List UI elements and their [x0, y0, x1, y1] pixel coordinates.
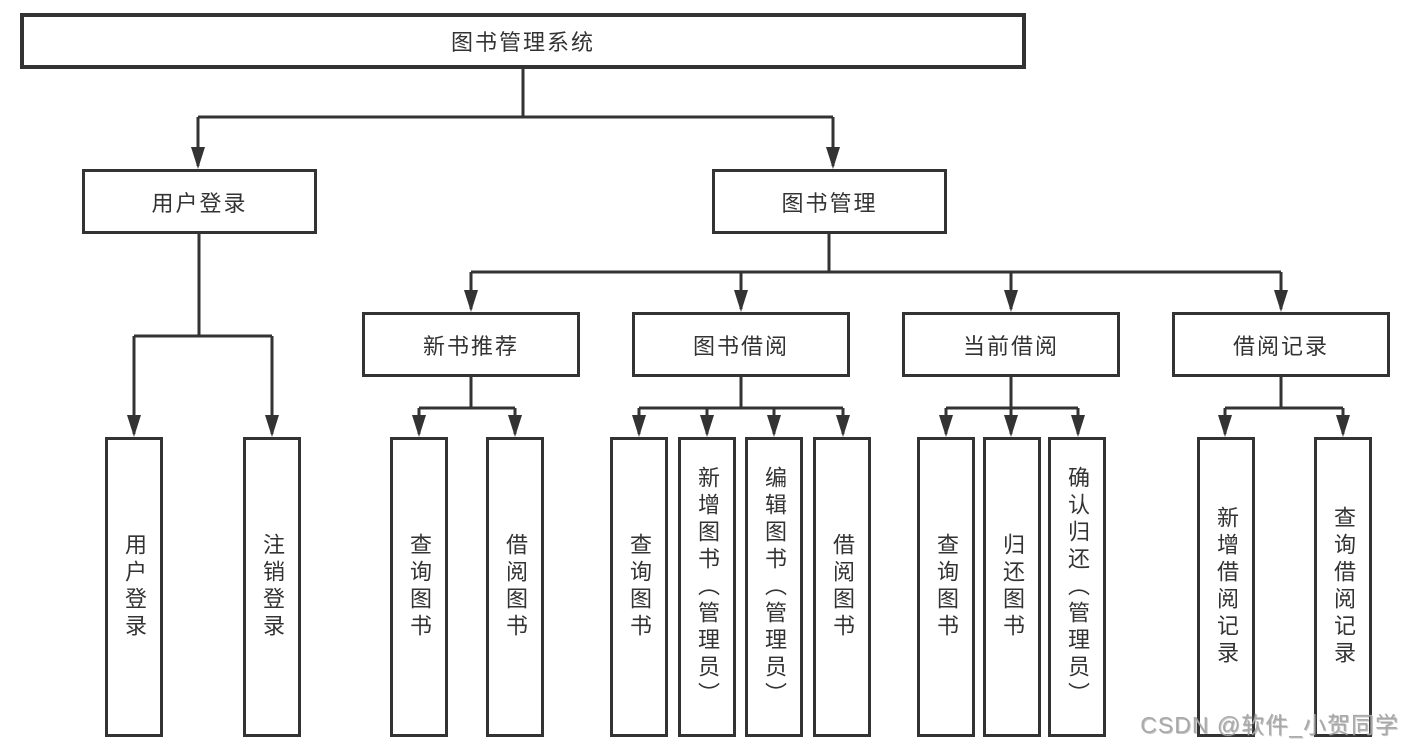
arrowhead — [1336, 415, 1350, 437]
node-book-borrowing: 图书借阅 — [632, 312, 850, 377]
node-leaf-query-books-3: 查询图书 — [917, 437, 975, 737]
node-library-system: 图书管理系统 — [20, 13, 1026, 69]
node-leaf-add-borrow-record: 新增借阅记录 — [1197, 437, 1255, 737]
arrowhead — [1218, 415, 1232, 437]
arrowhead — [265, 415, 279, 437]
node-leaf-edit-books-admin: 编辑图书（管理员） — [745, 437, 803, 737]
node-leaf-logout: 注销登录 — [243, 437, 301, 737]
node-leaf-return-books: 归还图书 — [983, 437, 1041, 737]
node-leaf-add-books-admin: 新增图书（管理员） — [678, 437, 736, 737]
arrowhead — [700, 415, 714, 437]
arrowhead — [1071, 415, 1085, 437]
node-user-login: 用户登录 — [82, 169, 317, 234]
arrowheads — [127, 147, 1350, 437]
connector-borrow-records — [1223, 377, 1345, 434]
node-leaf-confirm-return-admin: 确认归还（管理员） — [1048, 437, 1106, 737]
node-borrowing-records: 借阅记录 — [1172, 312, 1390, 377]
node-leaf-borrow-books-1: 借阅图书 — [486, 437, 544, 737]
arrowhead — [632, 415, 646, 437]
node-new-book-recommend: 新书推荐 — [362, 312, 580, 377]
arrowhead — [191, 147, 205, 169]
arrowhead — [767, 415, 781, 437]
arrowhead — [939, 415, 953, 437]
node-current-borrowing: 当前借阅 — [902, 312, 1120, 377]
csdn-watermark: CSDN @软件_小贺同学 — [1140, 712, 1399, 738]
node-leaf-query-borrow-record: 查询借阅记录 — [1314, 437, 1372, 737]
connector-book-borrow — [637, 377, 845, 434]
node-book-management: 图书管理 — [712, 169, 947, 234]
node-leaf-query-books-2: 查询图书 — [610, 437, 668, 737]
arrowhead — [508, 415, 522, 437]
arrowhead — [1004, 290, 1018, 312]
connector-root-stem — [196, 69, 835, 166]
arrowhead — [836, 415, 850, 437]
connector-new-book — [417, 377, 517, 434]
connector-book-mgmt — [469, 234, 1283, 309]
arrowhead — [826, 147, 840, 169]
node-leaf-query-books-1: 查询图书 — [390, 437, 448, 737]
arrowhead — [412, 415, 426, 437]
arrowhead — [1274, 290, 1288, 312]
connector-user-login — [132, 234, 274, 434]
node-leaf-borrow-books-2: 借阅图书 — [813, 437, 871, 737]
node-leaf-user-login: 用户登录 — [105, 437, 163, 737]
arrowhead — [127, 415, 141, 437]
arrowhead — [1004, 415, 1018, 437]
arrowhead — [464, 290, 478, 312]
arrowhead — [734, 290, 748, 312]
